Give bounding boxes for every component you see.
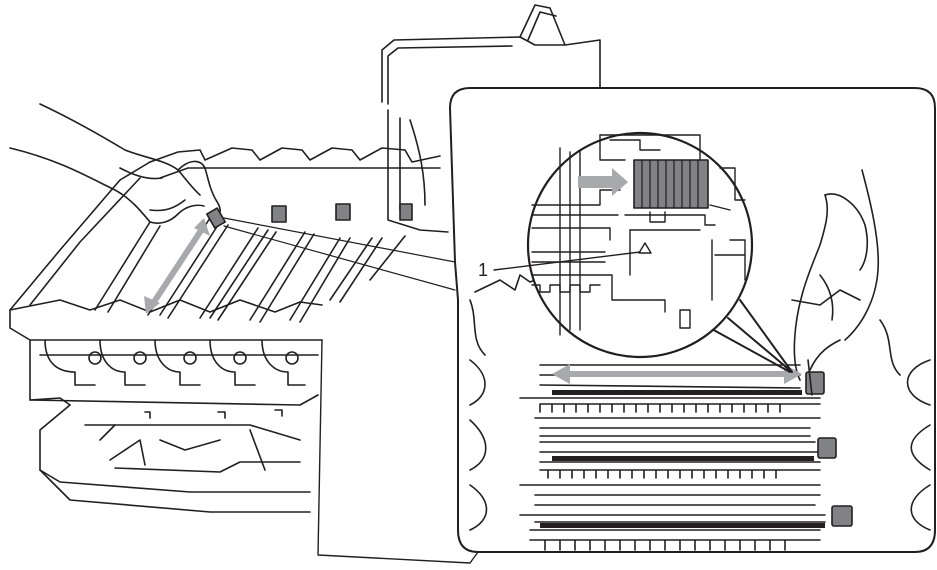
printer-top-body bbox=[381, 4, 601, 233]
hand-left bbox=[9, 103, 221, 224]
push-arrow-icon bbox=[578, 168, 628, 196]
drum-unit-tray bbox=[9, 147, 441, 419]
drum-cartridges bbox=[94, 217, 406, 323]
inset-drum-unit bbox=[469, 274, 931, 551]
triangle-marker-icon bbox=[638, 242, 652, 254]
corona-wire-tabs bbox=[206, 203, 413, 229]
hand-right bbox=[793, 169, 880, 396]
zoom-wire-tab bbox=[633, 159, 709, 209]
callout-label-1: 1 bbox=[478, 260, 488, 280]
paper-tray bbox=[39, 404, 311, 513]
zoom-connector-lines bbox=[223, 217, 456, 291]
printer-overview bbox=[9, 4, 601, 513]
magnifier-circle bbox=[526, 131, 793, 373]
slide-arrow-left bbox=[144, 218, 210, 314]
callout-leader-line bbox=[493, 251, 641, 271]
zoom-inset bbox=[317, 87, 936, 564]
